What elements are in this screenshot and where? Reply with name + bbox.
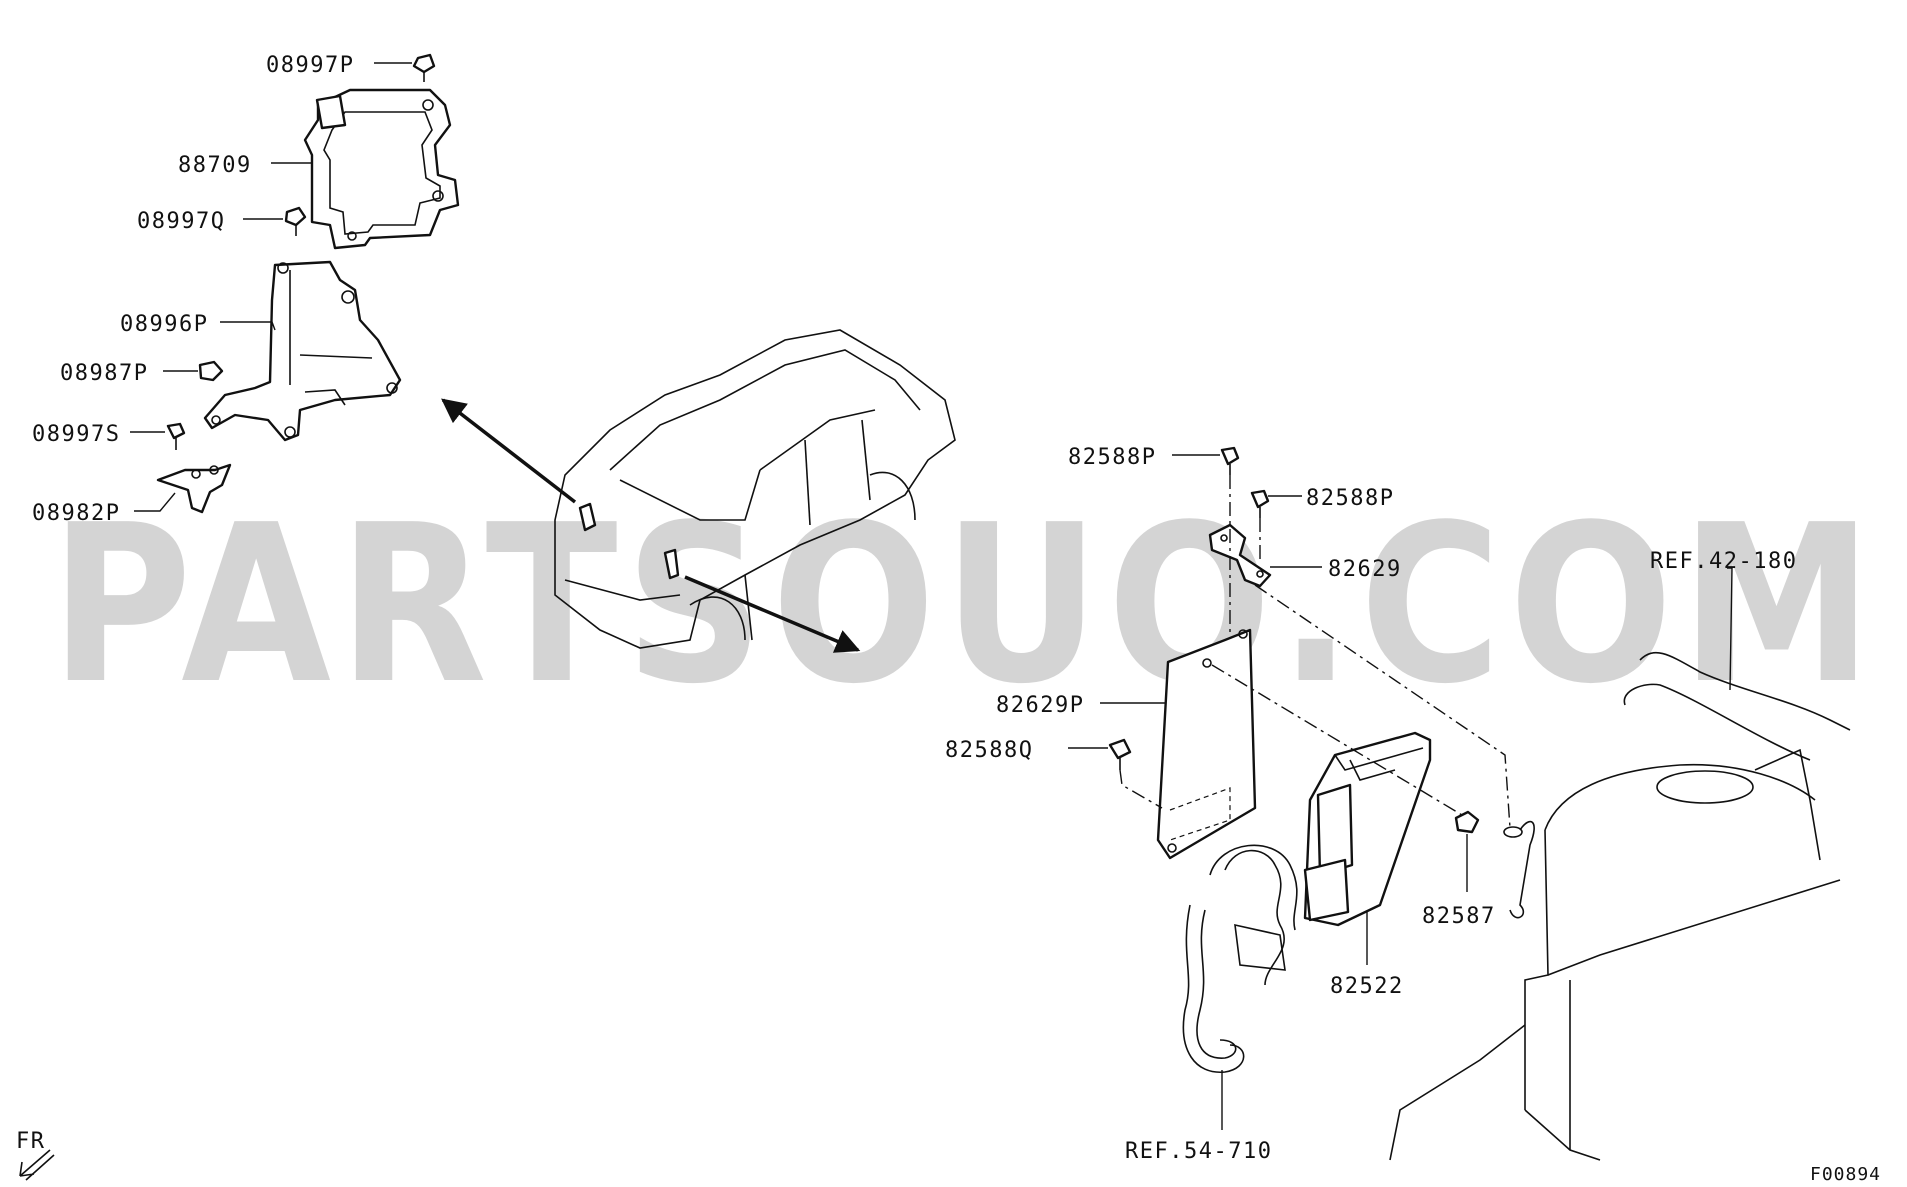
lower-assembly-arrow [684,575,861,653]
label-82629: 82629 [1328,557,1402,582]
label-ref-42-180: REF.42-180 [1650,549,1797,574]
label-82587: 82587 [1422,904,1496,929]
bolt-08997S[interactable] [166,422,186,450]
vehicle-outline [554,329,956,649]
ecu-88709[interactable] [303,88,460,250]
label-82629P: 82629P [996,693,1084,718]
bracket-82629P[interactable] [1156,628,1257,860]
bolt-08997Q[interactable] [284,206,307,236]
label-08987P: 08987P [60,361,148,386]
label-82588P-top: 82588P [1068,445,1156,470]
label-08997P: 08997P [266,53,354,78]
leader-lines [130,62,1733,1130]
bolt-82588Q[interactable] [1108,738,1132,770]
label-ref-54-710: REF.54-710 [1125,1139,1272,1164]
front-direction-indicator: FR [16,1129,55,1181]
front-arrow-icon [19,1149,55,1181]
bracket-08996P[interactable] [203,260,402,442]
label-08996P: 08996P [120,312,208,337]
label-08982P: 08982P [32,501,120,526]
upper-assembly-arrow [441,398,577,504]
ecu-82522[interactable] [1303,731,1432,927]
watermark: PARTSOUQ.COM [50,479,1880,732]
bolt-08997P[interactable] [412,53,436,82]
nut-82587[interactable] [1454,810,1480,834]
harness-54-710 [1182,844,1298,1073]
figure-code: F00894 [1810,1164,1881,1185]
bolt-82588P-right[interactable] [1250,489,1270,518]
label-08997Q: 08997Q [137,209,225,234]
label-88709: 88709 [178,153,252,178]
body-ref-42-180 [1389,651,1851,1161]
bolt-82588P-top[interactable] [1220,446,1240,475]
label-08997S: 08997S [32,422,120,447]
label-82522: 82522 [1330,974,1404,999]
label-82588P-right: 82588P [1306,486,1394,511]
label-82588Q: 82588Q [945,738,1033,763]
nut-08987P[interactable] [198,360,224,382]
bracket-82629[interactable] [1208,523,1272,588]
fr-label: FR [16,1129,46,1154]
bracket-08982P[interactable] [156,463,232,514]
